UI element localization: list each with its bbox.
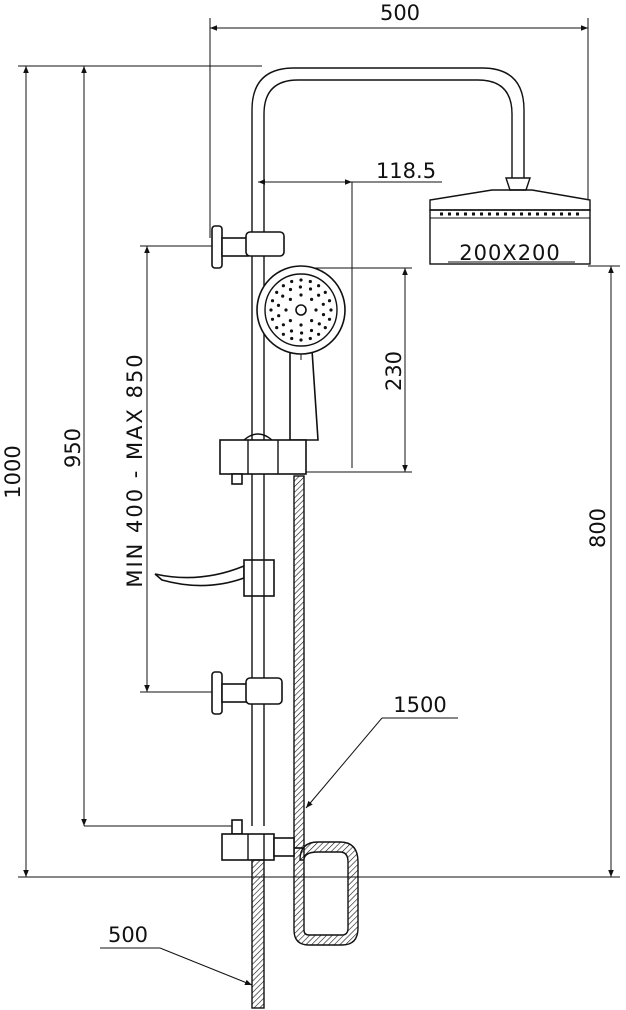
rail-height-label: 950 bbox=[61, 428, 85, 468]
nozzle-dot bbox=[275, 326, 279, 330]
head-height-label: 800 bbox=[586, 508, 610, 548]
dim-head-height: 800 bbox=[586, 265, 620, 877]
nozzle-dot bbox=[277, 314, 281, 318]
hand-shower bbox=[256, 265, 346, 441]
nozzle-dot bbox=[288, 297, 292, 301]
nozzle-dot bbox=[290, 336, 294, 341]
nozzle-dot bbox=[281, 332, 285, 336]
nozzle-dot bbox=[275, 290, 279, 294]
dim-hand-shower: 230 bbox=[300, 267, 412, 473]
dim-bracket-spacing: MIN 400 - MAX 850 bbox=[123, 245, 215, 693]
nozzle-dot bbox=[317, 322, 321, 326]
dim-total-height: 1000 bbox=[1, 65, 620, 878]
arm-offset-label: 118.5 bbox=[376, 159, 436, 183]
nozzle-dot bbox=[314, 308, 318, 312]
nozzle-dot bbox=[327, 299, 332, 303]
nozzle-dot bbox=[270, 317, 275, 321]
nozzle-dot bbox=[288, 319, 292, 323]
nozzle-dot bbox=[276, 303, 281, 307]
slider-holder bbox=[219, 433, 307, 485]
shower-arm bbox=[251, 67, 525, 240]
nozzle-dot bbox=[270, 299, 275, 303]
nozzle-dot bbox=[317, 284, 321, 288]
nozzle-dot bbox=[308, 336, 312, 341]
nozzle-dot bbox=[317, 332, 321, 336]
nozzle-dot bbox=[309, 328, 314, 333]
leader-inlet-length: 500 bbox=[100, 923, 253, 986]
nozzle-dot bbox=[310, 297, 314, 301]
nozzle-dot bbox=[299, 338, 303, 342]
nozzle-dot bbox=[281, 294, 285, 298]
head-size-label: 200X200 bbox=[459, 241, 561, 265]
dim-top-width: 500 bbox=[209, 1, 589, 238]
nozzle-dot bbox=[323, 290, 327, 294]
nozzle-dot bbox=[317, 293, 321, 297]
soap-dish bbox=[154, 559, 275, 597]
bracket-spacing-label: MIN 400 - MAX 850 bbox=[123, 352, 147, 587]
overhead-shower-head: 200X200 bbox=[429, 177, 591, 265]
inlet-length-label: 500 bbox=[108, 923, 148, 947]
lower-wall-bracket bbox=[211, 671, 283, 715]
nozzle-dot bbox=[300, 331, 304, 335]
nozzle-dot bbox=[321, 313, 326, 317]
nozzle-dot bbox=[310, 319, 314, 323]
total-height-label: 1000 bbox=[1, 445, 25, 498]
dim-rail-height: 950 bbox=[61, 65, 235, 827]
nozzle-dot bbox=[329, 308, 333, 312]
nozzle-dot bbox=[269, 308, 273, 312]
top-width-label: 500 bbox=[380, 1, 420, 25]
nozzle-dot bbox=[327, 317, 332, 321]
nozzle-dot bbox=[299, 323, 303, 327]
hand-shower-label: 230 bbox=[382, 351, 406, 391]
nozzle-dot bbox=[299, 278, 303, 282]
nozzle-dot bbox=[321, 302, 325, 306]
nozzle-dot bbox=[298, 285, 302, 289]
dim-arm-offset: 118.5 bbox=[258, 159, 442, 468]
riser-rail bbox=[251, 240, 265, 826]
nozzle-dot bbox=[288, 287, 293, 292]
nozzle-dot bbox=[284, 308, 288, 312]
nozzle-dot bbox=[299, 293, 303, 297]
nozzle-dot bbox=[281, 284, 285, 288]
nozzle-dot bbox=[290, 279, 294, 284]
nozzle-dot bbox=[289, 329, 294, 333]
diverter-valve bbox=[221, 819, 295, 861]
leader-hose-length: 1500 bbox=[305, 693, 458, 809]
inlet-pipe bbox=[251, 859, 265, 1009]
nozzle-dot bbox=[281, 323, 285, 327]
nozzle-dot bbox=[308, 279, 312, 284]
nozzle-dot bbox=[308, 287, 313, 291]
upper-wall-bracket bbox=[211, 225, 285, 269]
shower-hose bbox=[293, 475, 359, 946]
hose-length-label: 1500 bbox=[393, 693, 446, 717]
nozzle-dot bbox=[323, 326, 327, 330]
hand-shower-nozzles bbox=[269, 278, 333, 342]
